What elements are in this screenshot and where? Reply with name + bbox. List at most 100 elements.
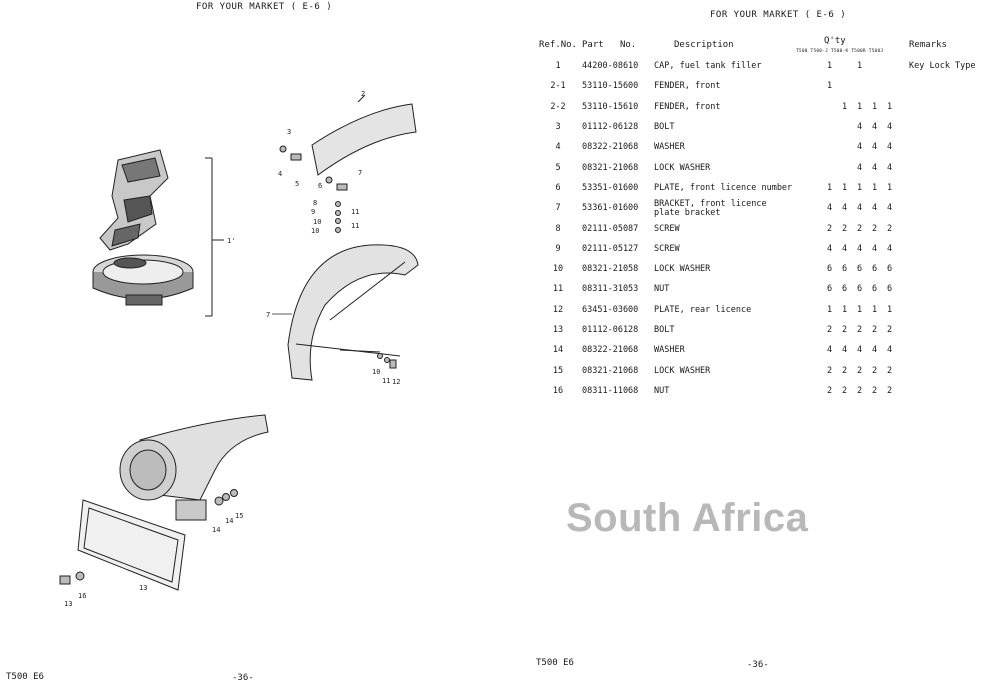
qty-cell: 6 <box>826 284 833 295</box>
callout-7a: 5 <box>295 180 299 188</box>
qty-cell: 2 <box>886 223 893 234</box>
qty-cell: 2 <box>886 365 893 376</box>
qty-cell: 4 <box>871 162 878 173</box>
part-number-cell: 53110-15600 <box>582 81 639 92</box>
qty-cell: 4 <box>856 122 863 133</box>
table-header-row: Ref.No. Part No. Description Remarks <box>534 34 999 56</box>
qty-cell: 2 <box>826 223 833 234</box>
qty-cell: 4 <box>841 345 848 356</box>
qty-cell: 6 <box>886 264 893 275</box>
part-number-cell: 08322-21068 <box>582 142 639 153</box>
description-cell: SCREW <box>654 218 822 238</box>
ref-cell: 11 <box>552 284 564 295</box>
ref-cell: 6 <box>555 182 561 193</box>
qty-cell: 4 <box>841 243 848 254</box>
part-number-cell: 02111-05127 <box>582 243 639 254</box>
left-footer-page: -36- <box>232 673 254 683</box>
remarks-cell <box>897 198 999 218</box>
right-footer-model: T500 E6 <box>536 658 574 668</box>
part-number-cell: 53110-15610 <box>582 101 639 112</box>
ref-cell: 3 <box>555 122 561 133</box>
qty-cell: 6 <box>886 284 893 295</box>
remarks-cell <box>897 239 999 259</box>
description-line: PLATE, rear licence <box>654 304 752 315</box>
ref-cell: 16 <box>552 385 564 396</box>
description-line-2: plate bracket <box>654 207 721 218</box>
qty-cell: 6 <box>856 264 863 275</box>
right-footer-page: -36- <box>747 660 769 670</box>
callout-6b: 11 <box>351 222 359 230</box>
qty-cell: 6 <box>841 284 848 295</box>
description-line: LOCK WASHER <box>654 365 711 376</box>
description-cell: BOLT <box>654 117 822 137</box>
rear-fender-drawing <box>119 414 269 521</box>
qty-cell: 1 <box>886 101 893 112</box>
ref-cell: 4 <box>555 142 561 153</box>
fuel-cap-drawing <box>92 254 194 306</box>
rear-licence-plate-drawing <box>77 499 186 591</box>
description-line: NUT <box>654 284 670 295</box>
callout-1: 1' <box>227 237 235 245</box>
ref-cell: 2-1 <box>550 81 566 92</box>
qty-cell: 6 <box>841 264 848 275</box>
qty-cell <box>822 117 837 137</box>
qty-cell <box>837 117 852 137</box>
description-line: BOLT <box>654 325 675 335</box>
callout-3: 12 <box>392 378 400 386</box>
remarks-cell: Key Lock Type <box>909 61 976 72</box>
description-cell: WASHER <box>654 340 822 360</box>
qty-cell: 2 <box>871 365 878 376</box>
ref-cell: 2-2 <box>550 101 566 112</box>
description-cell: WASHER <box>654 137 822 157</box>
qty-cell: 4 <box>886 345 893 356</box>
qty-cell: 2 <box>856 223 863 234</box>
ref-cell: 5 <box>555 162 561 173</box>
part-number-cell: 44200-08610 <box>582 61 639 72</box>
qty-cell <box>882 76 897 96</box>
qty-cell: 1 <box>826 182 833 193</box>
description-cell: FENDER, front <box>654 76 822 96</box>
qty-models: T500 T500-J T500-K T500R T500J <box>796 49 884 54</box>
qty-cell: 2 <box>856 385 863 396</box>
callout-10a: 3 <box>287 128 291 136</box>
ref-cell: 1 <box>555 61 561 72</box>
callout-2: 7 <box>266 311 270 319</box>
qty-cell: 1 <box>856 304 863 315</box>
qty-cell: 1 <box>871 182 878 193</box>
part-number-cell: 63451-03600 <box>582 304 639 315</box>
qty-cell: 1 <box>856 182 863 193</box>
qty-cell: 4 <box>841 203 848 214</box>
ref-cell: 15 <box>552 365 564 376</box>
ref-cell: 10 <box>552 264 564 275</box>
part-number-cell: 08321-21058 <box>582 264 639 275</box>
plate-hardware <box>279 145 348 233</box>
remarks-cell <box>897 76 999 96</box>
description-cell: NUT <box>654 381 822 401</box>
qty-cell: 1 <box>856 101 863 112</box>
qty-cell: 1 <box>841 304 848 315</box>
qty-cell: 4 <box>856 203 863 214</box>
part-number-cell: 08311-11068 <box>582 385 639 396</box>
qty-cell <box>822 137 837 157</box>
qty-cell: 4 <box>886 122 893 133</box>
description-line: SCREW <box>654 243 680 254</box>
qty-cell: 4 <box>826 243 833 254</box>
description-line: WASHER <box>654 345 685 356</box>
qty-cell: 4 <box>871 142 878 153</box>
qty-cell: 4 <box>856 142 863 153</box>
parts-diagram: 1' 2 <box>59 90 419 608</box>
qty-cell: 4 <box>856 162 863 173</box>
description-cell: SCREW <box>654 239 822 259</box>
remarks-cell <box>897 178 999 198</box>
qty-cell: 4 <box>886 142 893 153</box>
qty-cell <box>837 76 852 96</box>
qty-cell: 4 <box>826 345 833 356</box>
